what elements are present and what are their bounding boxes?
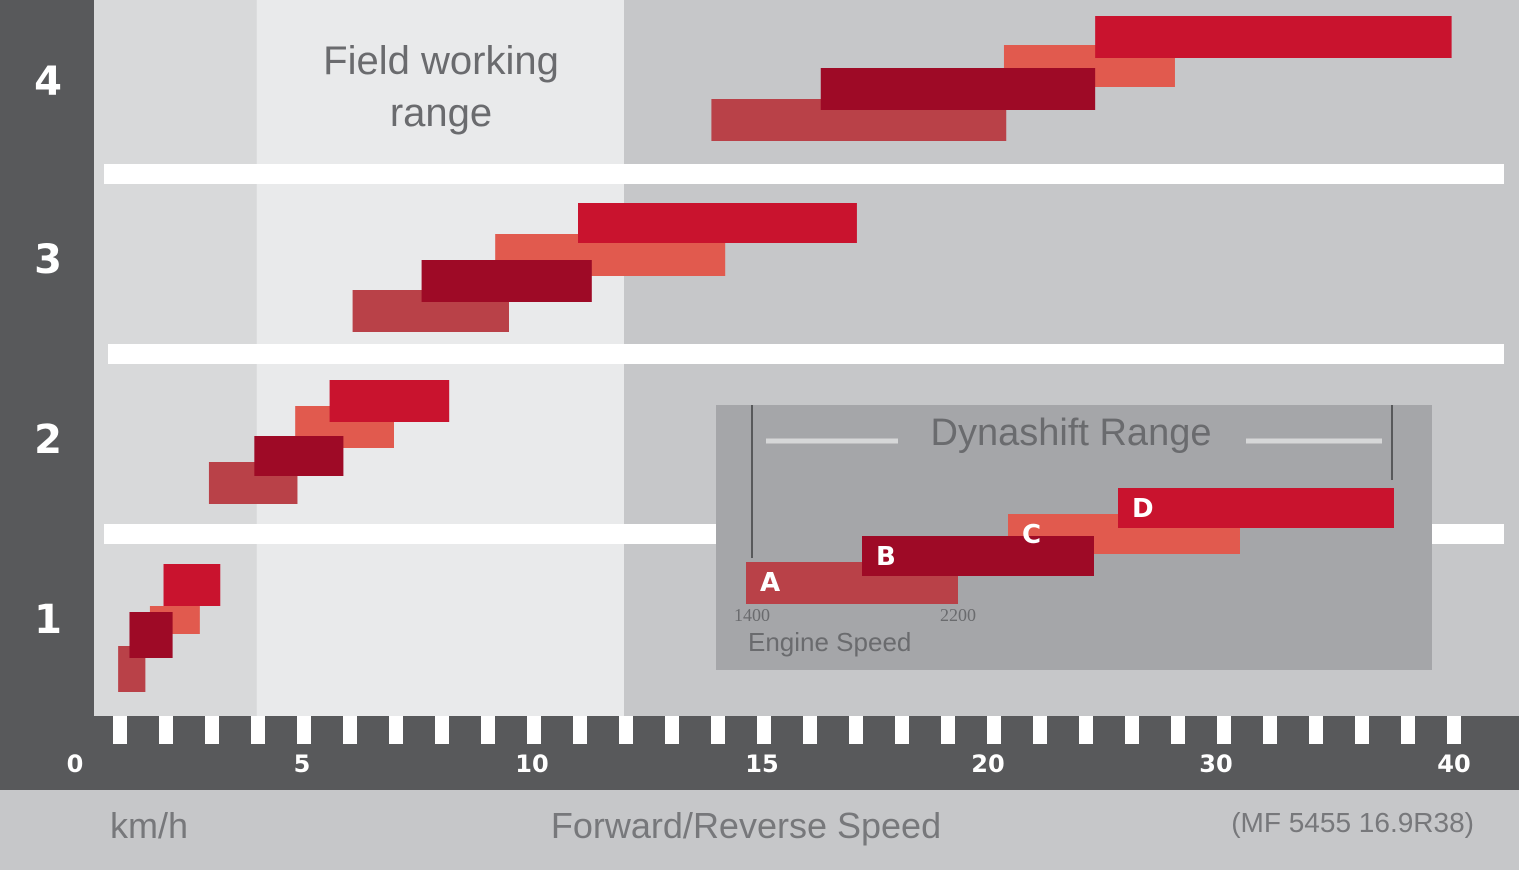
tick-label: 5 bbox=[294, 750, 311, 778]
tick-mark bbox=[619, 716, 633, 744]
field-range-label-line1: Field working bbox=[323, 39, 559, 83]
tick-mark bbox=[1125, 716, 1139, 744]
gear-separator bbox=[104, 164, 1504, 184]
tick-mark bbox=[1079, 716, 1093, 744]
inset-letter-b: B bbox=[876, 542, 896, 572]
tick-mark bbox=[573, 716, 587, 744]
tick-mark bbox=[205, 716, 219, 744]
inset-bar-d bbox=[1118, 488, 1394, 528]
tick-mark bbox=[297, 716, 311, 744]
tick-mark bbox=[1033, 716, 1047, 744]
inset-letter-c: C bbox=[1022, 520, 1041, 550]
gear-label: 2 bbox=[34, 417, 62, 463]
gear-label: 4 bbox=[34, 59, 62, 105]
tick-mark bbox=[1401, 716, 1415, 744]
x-axis-title: Forward/Reverse Speed bbox=[551, 805, 941, 846]
gear-axis-band bbox=[0, 0, 94, 790]
model-note: (MF 5455 16.9R38) bbox=[1231, 807, 1474, 838]
inset-letter-d: D bbox=[1132, 494, 1154, 524]
tick-mark bbox=[1217, 716, 1231, 744]
tick-mark bbox=[251, 716, 265, 744]
gear-2-range-b bbox=[254, 436, 344, 476]
gear-separator bbox=[108, 344, 1504, 364]
tick-label: 0 bbox=[67, 750, 84, 778]
dynashift-range-inset: Dynashift Range A C B D 1400 2200 Engine Sp… bbox=[716, 405, 1432, 670]
tick-mark bbox=[941, 716, 955, 744]
gear-label: 3 bbox=[34, 237, 62, 283]
x-unit-label: km/h bbox=[110, 805, 188, 846]
tick-mark bbox=[1263, 716, 1277, 744]
tick-mark bbox=[757, 716, 771, 744]
tick-mark bbox=[895, 716, 909, 744]
tick-mark bbox=[711, 716, 725, 744]
gear-3-range-b bbox=[421, 260, 592, 302]
tick-label: 10 bbox=[515, 750, 548, 778]
field-range-label-line2: range bbox=[390, 91, 492, 135]
inset-title: Dynashift Range bbox=[931, 412, 1212, 454]
tick-mark bbox=[527, 716, 541, 744]
inset-letter-a: A bbox=[760, 568, 780, 598]
gear-labels: 1 2 3 4 bbox=[34, 59, 62, 643]
gear-1-range-b bbox=[129, 612, 173, 658]
inset-bar-b bbox=[862, 536, 1094, 576]
engine-speed-high: 2200 bbox=[940, 605, 976, 625]
tick-mark bbox=[113, 716, 127, 744]
tick-mark bbox=[1447, 716, 1461, 744]
gear-label: 1 bbox=[34, 597, 62, 643]
inset-bars: A C B D bbox=[746, 488, 1394, 604]
tick-mark bbox=[1309, 716, 1323, 744]
speed-ticks: 0 5 10 15 20 30 40 bbox=[67, 716, 1471, 778]
tick-mark bbox=[1355, 716, 1369, 744]
tick-mark bbox=[665, 716, 679, 744]
tick-mark bbox=[1171, 716, 1185, 744]
tick-mark bbox=[389, 716, 403, 744]
gear-3-range-d bbox=[578, 203, 857, 243]
gear-4-range-d bbox=[1095, 16, 1452, 58]
tick-label: 40 bbox=[1437, 750, 1470, 778]
tick-mark bbox=[159, 716, 173, 744]
gear-4-range-b bbox=[820, 68, 1096, 110]
tick-mark bbox=[803, 716, 817, 744]
tick-mark bbox=[435, 716, 449, 744]
footer-band bbox=[0, 790, 1519, 870]
tick-mark bbox=[849, 716, 863, 744]
range-bars bbox=[118, 16, 1452, 692]
tick-label: 20 bbox=[971, 750, 1004, 778]
gear-2-range-d bbox=[329, 380, 450, 422]
tick-mark bbox=[481, 716, 495, 744]
engine-speed-low: 1400 bbox=[734, 605, 770, 625]
tick-label: 30 bbox=[1199, 750, 1232, 778]
engine-speed-caption: Engine Speed bbox=[748, 627, 911, 657]
tick-label: 15 bbox=[745, 750, 778, 778]
tick-mark bbox=[343, 716, 357, 744]
tick-mark bbox=[987, 716, 1001, 744]
gear-1-range-d bbox=[163, 564, 221, 606]
